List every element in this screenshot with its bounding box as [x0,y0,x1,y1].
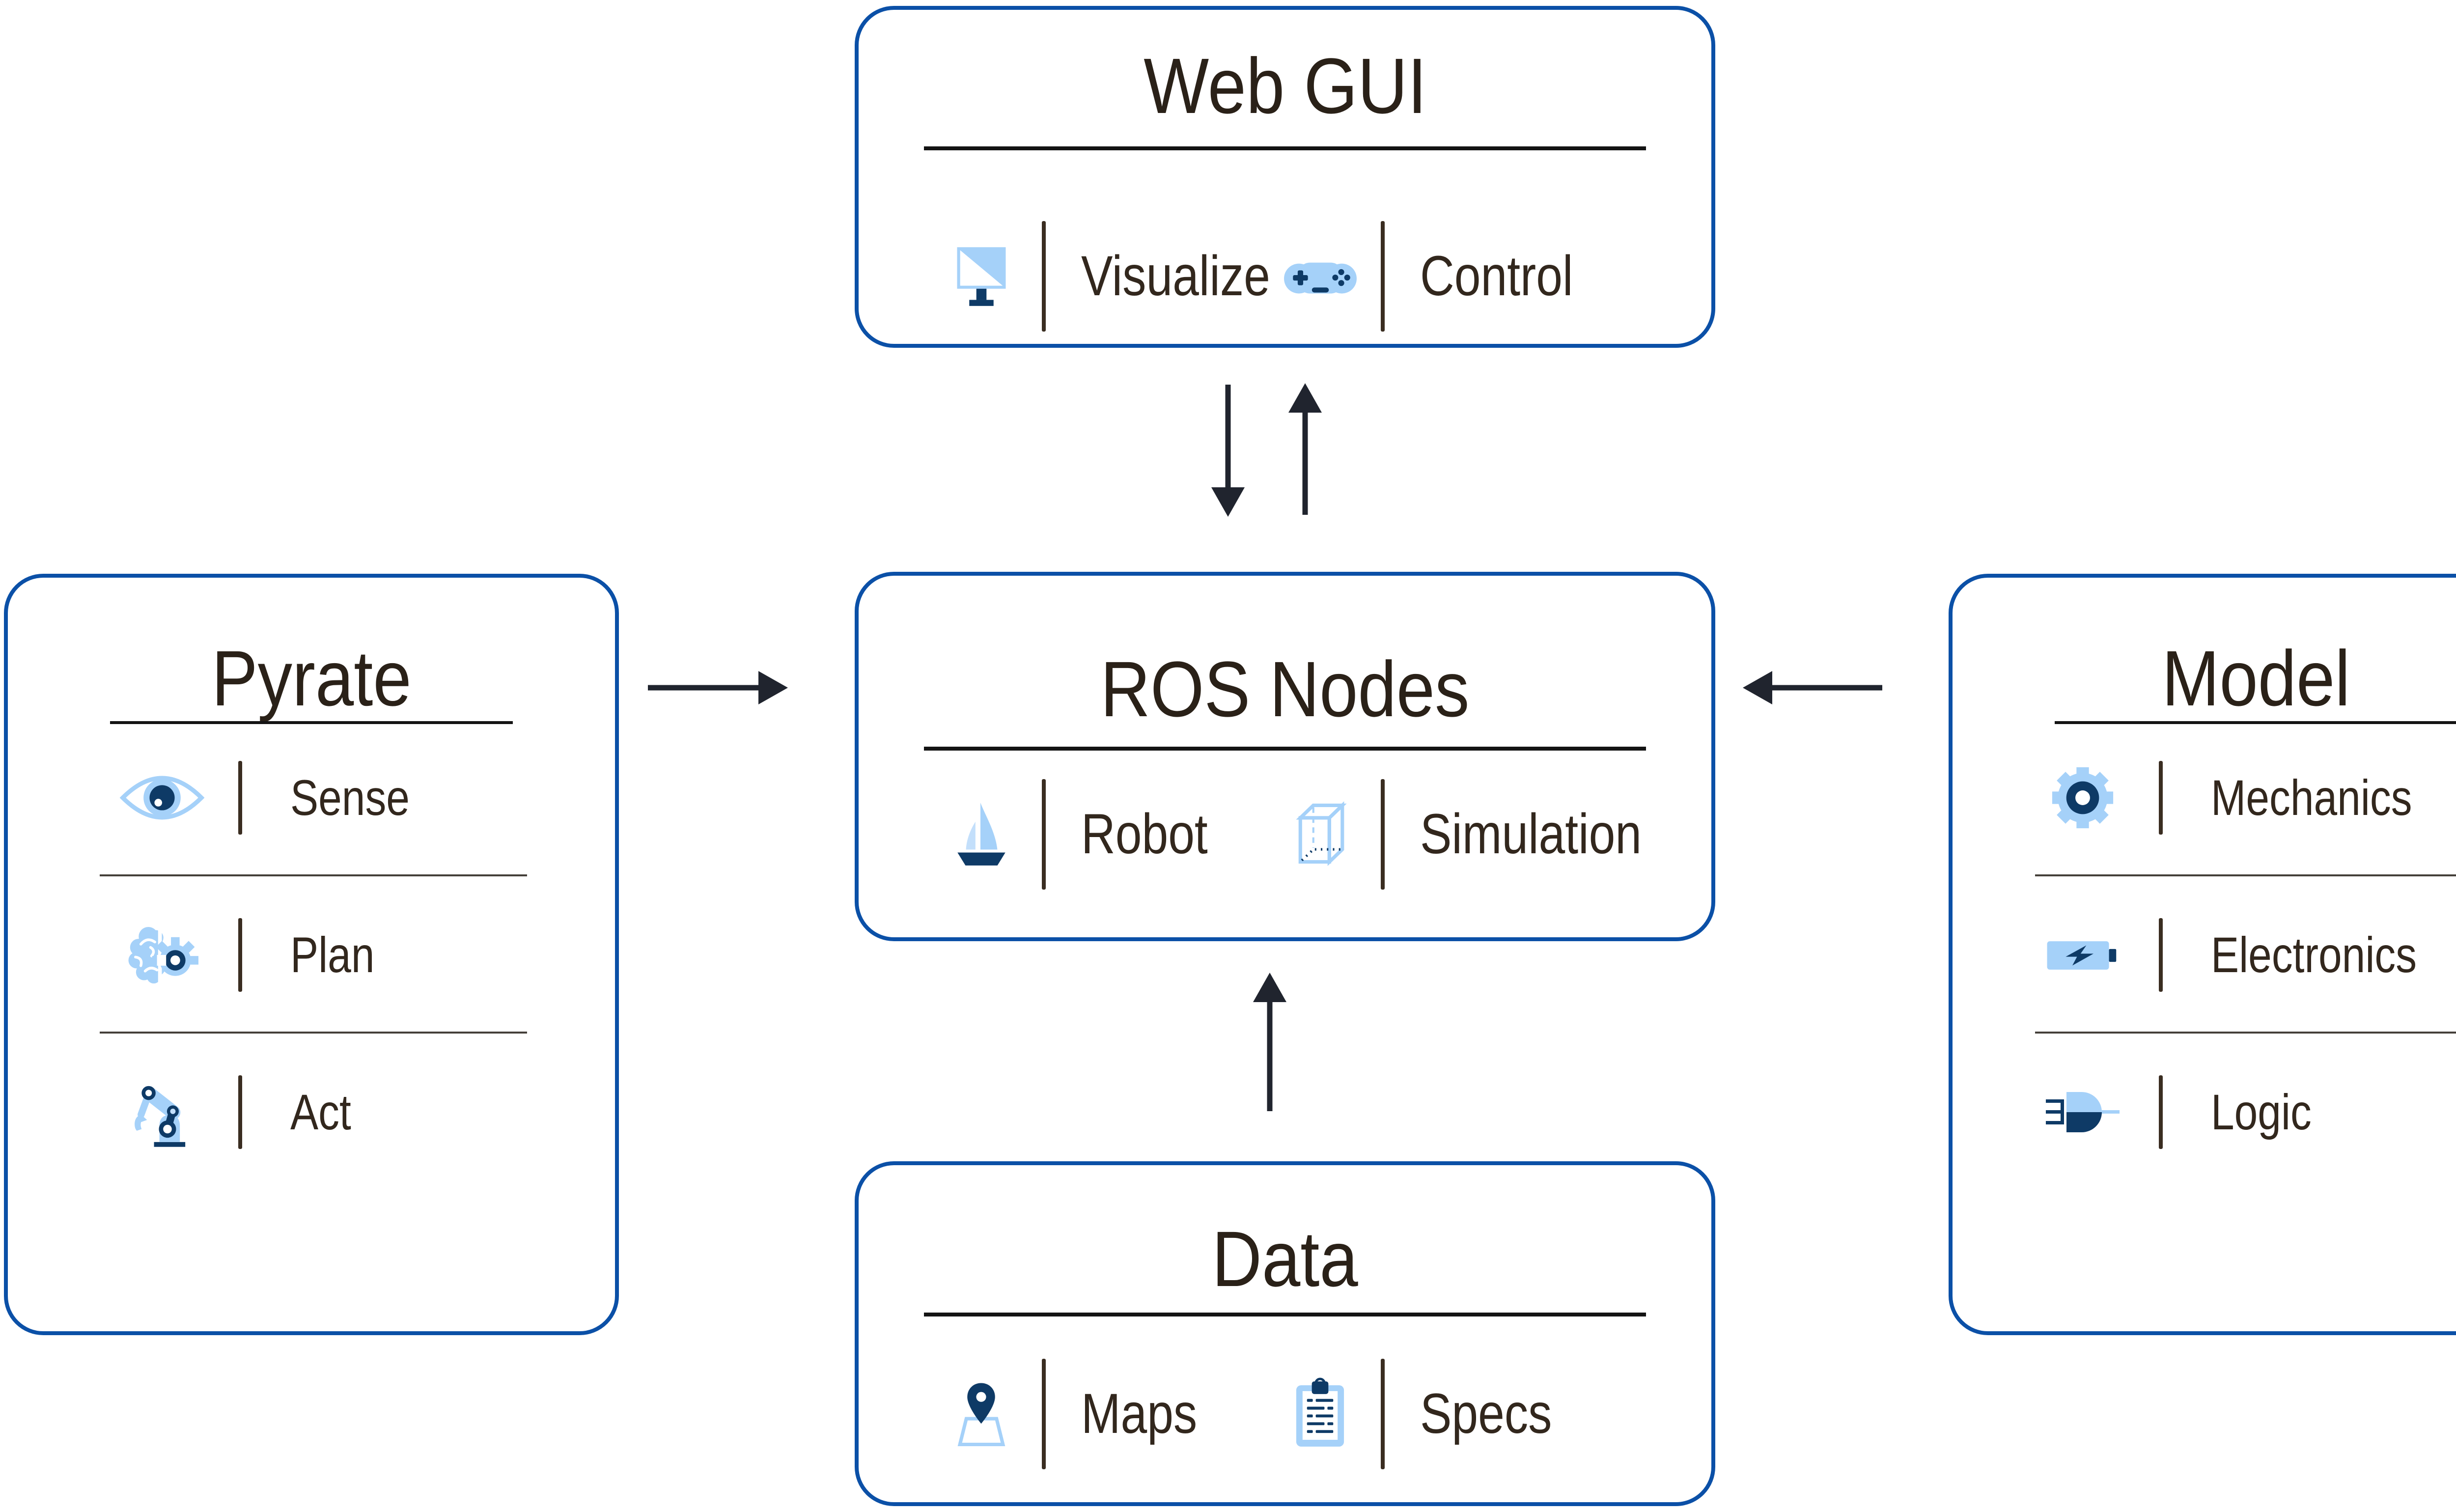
model-title: Model [2162,634,2350,722]
ros-nodes-title-rule [924,747,1646,751]
item-label: Specs [1420,1382,1552,1445]
clipboard-icon [1279,1377,1362,1450]
item-divider [1381,779,1385,890]
pyrate-title: Pyrate [211,634,412,722]
item-divider [238,761,242,835]
item-divider [2159,1075,2163,1149]
web-gui-item-visualize: Visualize [940,207,1306,345]
web-gui-item-control: Control [1279,207,1602,345]
item-label: Robot [1081,803,1208,866]
item-divider [1042,221,1046,332]
data-item-specs: Specs [1279,1345,1577,1483]
arrow-model-to-ros-nodes [1743,671,1882,704]
battery-icon [2034,929,2132,981]
model-item-electronics: Electronics [2034,896,2456,1014]
data-item-maps: Maps [940,1345,1219,1483]
item-label: Maps [1081,1382,1198,1445]
item-divider [1042,779,1046,890]
web-gui-box: Web GUI Visualize [855,6,1715,348]
item-divider [238,918,242,992]
arrow-pyrate-to-ros-nodes [648,671,788,704]
gamepad-icon [1279,249,1362,304]
model-box: Model [1949,574,2456,1335]
item-divider [1381,221,1385,332]
ros-nodes-box: ROS Nodes Robot [855,572,1715,941]
model-row-separator [2035,1032,2456,1034]
model-item-logic: Logic [2034,1053,2331,1171]
pyrate-row-separator [100,874,527,876]
sailboat-icon [940,801,1023,868]
item-divider [238,1075,242,1149]
ros-nodes-item-simulation: Simulation [1279,765,1684,903]
monitor-icon [940,243,1023,309]
data-title-rule [924,1313,1646,1316]
pyrate-item-sense: Sense [113,739,432,857]
item-divider [2159,918,2163,992]
item-divider [1381,1358,1385,1469]
pyrate-item-act: Act [113,1053,363,1171]
item-label: Mechanics [2211,769,2412,826]
item-label: Plan [290,926,375,983]
brain-gear-icon [113,922,211,989]
item-label: Control [1420,245,1573,308]
item-label: Electronics [2211,926,2417,983]
robot-arm-icon [113,1076,211,1148]
pyrate-title-rule [110,721,513,724]
pyrate-row-separator [100,1032,527,1034]
arrow-ros-nodes-to-web-gui [1288,383,1322,515]
data-title: Data [1212,1215,1358,1303]
ros-nodes-title: ROS Nodes [1100,645,1470,733]
gear-icon [2034,764,2132,832]
data-box: Data Maps [855,1161,1715,1506]
model-title-rule [2055,721,2456,724]
item-divider [1042,1358,1046,1469]
model-item-mechanics: Mechanics [2034,739,2451,857]
item-label: Logic [2211,1084,2312,1140]
arrow-data-to-ros-nodes [1253,973,1286,1111]
eye-icon [113,769,211,827]
logic-gate-icon [2034,1085,2132,1139]
item-label: Simulation [1420,803,1642,866]
item-divider [2159,761,2163,835]
web-gui-title-rule [924,146,1646,150]
item-label: Sense [290,769,410,826]
map-pin-icon [940,1379,1023,1449]
item-label: Act [290,1084,351,1140]
ros-nodes-item-robot: Robot [940,765,1232,903]
web-gui-title: Web GUI [1143,42,1427,130]
pyrate-box: Pyrate Sense [4,574,619,1335]
pyrate-item-plan: Plan [113,896,391,1014]
item-label: Visualize [1081,245,1270,308]
model-row-separator [2035,874,2456,876]
cube-icon [1279,798,1362,870]
arrow-web-gui-to-ros-nodes [1211,385,1245,517]
